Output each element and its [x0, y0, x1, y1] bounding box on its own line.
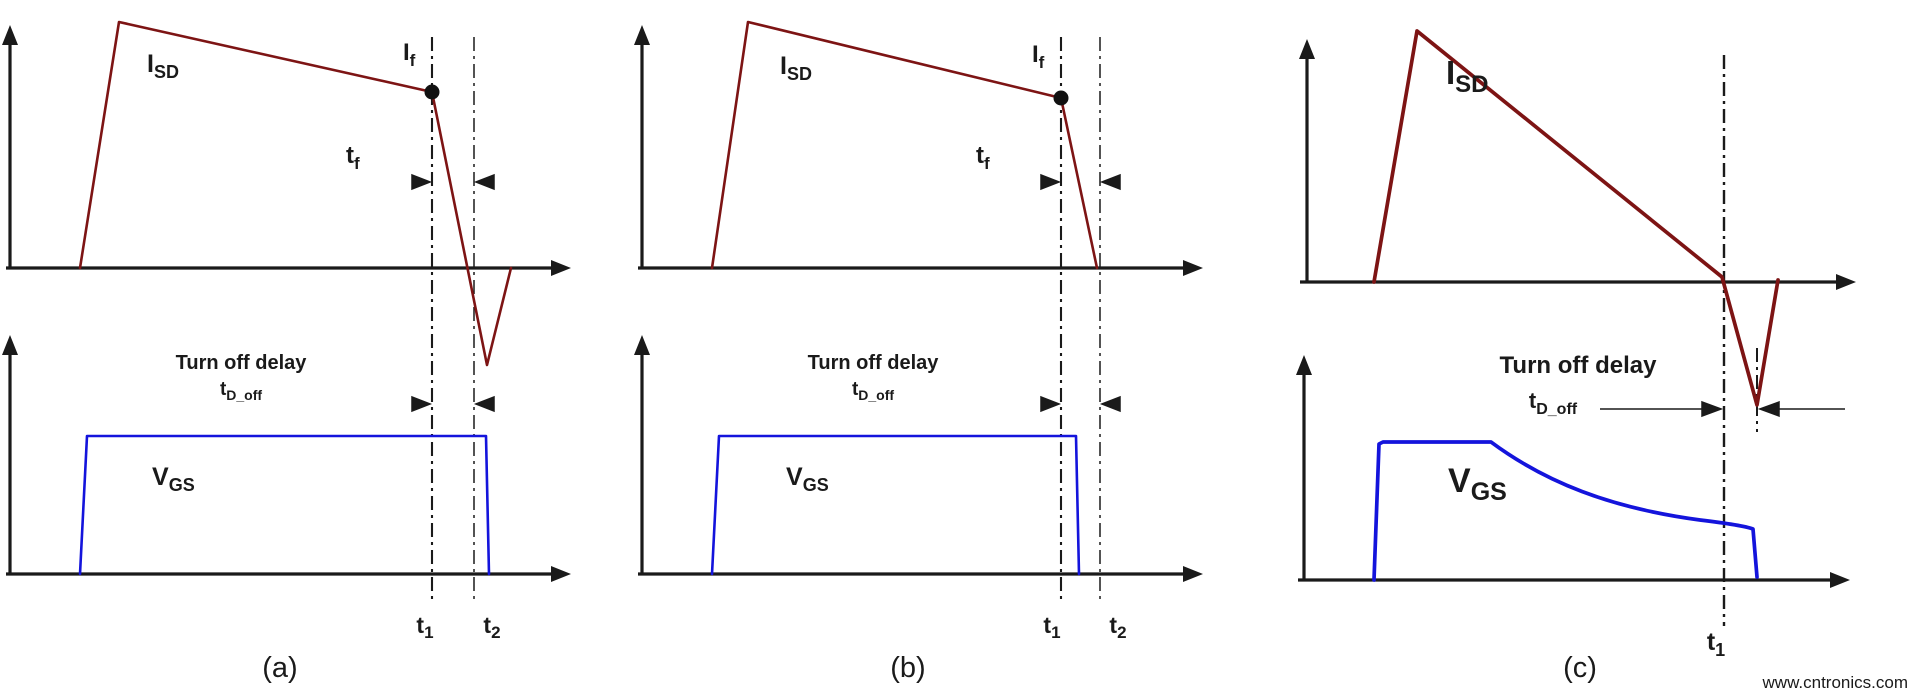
panel-a: ISD If tf Turn off delay tD_off VGS t1 t…	[2, 20, 571, 684]
panel-c-bottom-x-arrow-icon	[1830, 572, 1850, 588]
panel-a-if-label: If	[403, 39, 416, 70]
panel-b-tf-label: tf	[976, 142, 990, 173]
panel-c-isd-label: ISD	[1446, 54, 1489, 98]
panel-c-caption: (c)	[1563, 652, 1597, 684]
panel-a-top-x-arrow-icon	[551, 260, 571, 276]
panel-a-tdoff-label: tD_off	[220, 379, 262, 403]
panel-c-top-y-arrow-icon	[1299, 39, 1315, 59]
panel-b-bottom-x-arrow-icon	[1183, 566, 1203, 582]
panel-c-turn-off-delay-label: Turn off delay	[1500, 352, 1658, 379]
panel-b-if-label: If	[1032, 41, 1045, 72]
panel-a-t1-label: t1	[416, 612, 433, 642]
panel-a-bottom-y-arrow-icon	[2, 335, 18, 355]
panel-c-tdoff-label: tD_off	[1529, 388, 1578, 418]
watermark-text: www.cntronics.com	[1762, 673, 1908, 692]
panel-c-bottom-y-arrow-icon	[1296, 355, 1312, 375]
panel-c: ISD Turn off delay tD_off VGS t1 (c)	[1296, 29, 1856, 684]
panel-b-tdoff-label: tD_off	[852, 379, 894, 403]
panel-a-isd-waveform	[78, 20, 513, 367]
panel-b-top-y-arrow-icon	[634, 25, 650, 45]
panel-b-if-point	[1053, 90, 1069, 106]
panel-b: ISD If tf Turn off delay tD_off VGS t1 t…	[634, 20, 1203, 684]
panel-b-t2-label: t2	[1109, 612, 1126, 642]
panel-b-isd-label: ISD	[780, 52, 812, 84]
panel-b-isd-waveform	[710, 20, 1099, 270]
panel-a-top-y-arrow-icon	[2, 25, 18, 45]
panel-a-vgs-waveform	[78, 434, 491, 576]
panel-b-top-x-arrow-icon	[1183, 260, 1203, 276]
panel-a-t2-label: t2	[483, 612, 500, 642]
panel-b-caption: (b)	[890, 652, 925, 684]
panel-a-vgs-label: VGS	[152, 463, 195, 495]
panel-a-turn-off-delay-label: Turn off delay	[176, 352, 308, 374]
panel-b-turn-off-delay-label: Turn off delay	[808, 352, 940, 374]
panel-a-delay-interval-arrows-icon	[411, 395, 495, 413]
panel-b-vgs-waveform	[710, 434, 1081, 576]
panel-c-t1-label: t1	[1707, 628, 1725, 660]
panel-a-caption: (a)	[262, 652, 297, 684]
panel-b-t1-label: t1	[1043, 612, 1060, 642]
panel-b-vgs-label: VGS	[786, 463, 829, 495]
panel-c-vgs-waveform	[1372, 440, 1759, 582]
panel-a-bottom-x-arrow-icon	[551, 566, 571, 582]
panel-b-bottom-y-arrow-icon	[634, 335, 650, 355]
panel-c-vgs-label: VGS	[1448, 462, 1507, 506]
panel-b-tf-interval-arrows-icon	[1040, 173, 1121, 191]
panel-c-delay-interval-arrows-icon	[1600, 400, 1845, 418]
panel-c-isd-waveform	[1372, 29, 1780, 407]
panel-a-if-point	[424, 84, 440, 100]
panel-a-isd-label: ISD	[147, 50, 179, 82]
panel-a-tf-label: tf	[346, 142, 360, 173]
panel-b-delay-interval-arrows-icon	[1040, 395, 1121, 413]
panel-a-tf-interval-arrows-icon	[411, 173, 495, 191]
panel-c-top-x-arrow-icon	[1836, 274, 1856, 290]
